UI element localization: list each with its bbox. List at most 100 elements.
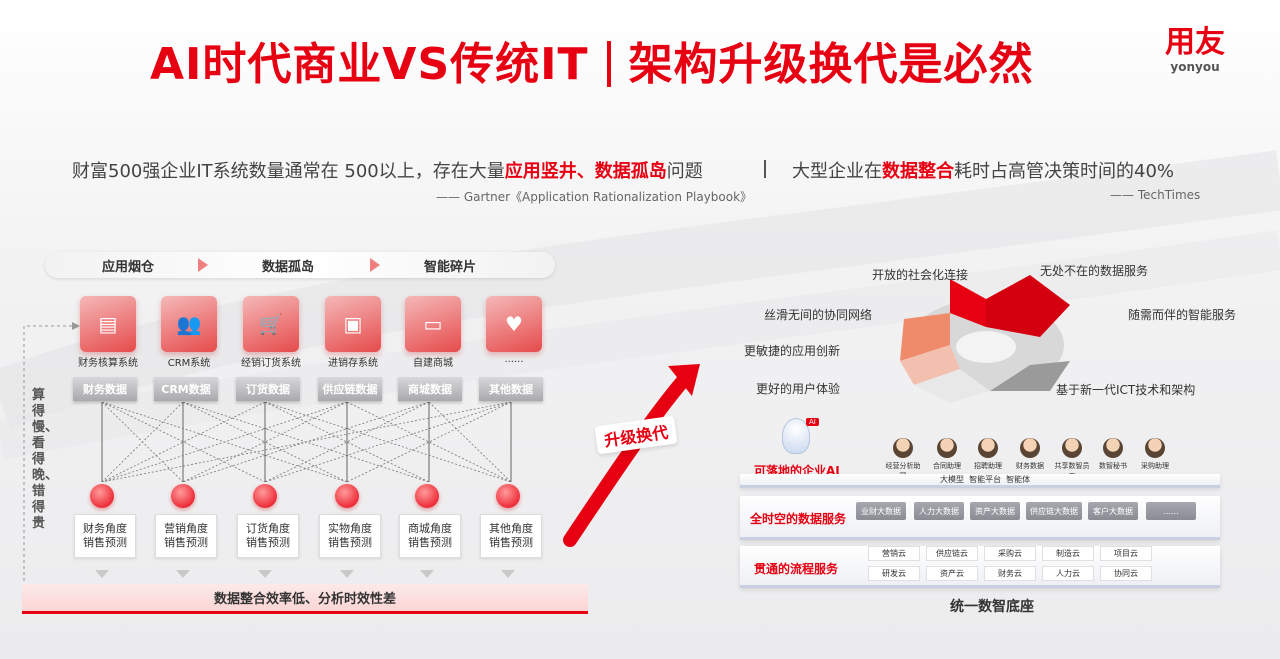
down-arrow-icon — [258, 570, 272, 578]
data-box: 其他数据 — [479, 377, 543, 401]
flow-bar — [45, 252, 555, 278]
cloud-service: 协同云 — [1100, 566, 1152, 581]
result-line-1: 订货角度 — [246, 522, 290, 535]
result-line-2: 销售预测 — [489, 536, 533, 549]
avatar — [937, 438, 957, 458]
data-chip: 人力大数据 — [914, 502, 964, 520]
agent-label: 采购助理 — [1141, 462, 1169, 470]
system-cube-finance: ▤ — [80, 296, 136, 352]
system-cube-inventory: ▣ — [325, 296, 381, 352]
flow-arrow-icon — [370, 258, 380, 272]
agent-label: 合同助理 — [933, 462, 961, 470]
avatar — [1103, 438, 1123, 458]
users-icon: 👥 — [176, 312, 202, 336]
platform-footer-label: 统一数智底座 — [950, 599, 1034, 615]
ring-label: 丝滑无间的协同网络 — [764, 308, 873, 322]
data-chip: 资产大数据 — [970, 502, 1020, 520]
pin-icon — [171, 484, 195, 508]
result-card: 商城角度销售预测 — [399, 514, 461, 558]
avatar — [1145, 438, 1165, 458]
data-chip: ...... — [1146, 502, 1196, 520]
result-line-1: 营销角度 — [164, 522, 208, 535]
result-card: 财务角度销售预测 — [74, 514, 136, 558]
layer-label-data: 全时空的数据服务 — [750, 512, 847, 526]
data-box: 财务数据 — [73, 377, 137, 401]
avatar — [1062, 438, 1082, 458]
robot-icon — [782, 418, 810, 454]
result-line-2: 销售预测 — [408, 536, 452, 549]
logo-cn: 用友 — [1165, 25, 1225, 60]
result-card: 其他角度销售预测 — [480, 514, 542, 558]
pin-icon — [90, 484, 114, 508]
avatar — [978, 438, 998, 458]
result-line-1: 其他角度 — [489, 522, 533, 535]
title-right: 架构升级换代是必然 — [628, 39, 1034, 90]
cloud-service: 人力云 — [1042, 566, 1094, 581]
quote-right: 大型企业在数据整合耗时占高管决策时间的40% — [792, 157, 1174, 183]
data-chip: 客户大数据 — [1088, 502, 1138, 520]
result-line-2: 销售预测 — [164, 536, 208, 549]
result-card: 订货角度销售预测 — [237, 514, 299, 558]
flow-arrow-icon — [198, 258, 208, 272]
pin-icon — [253, 484, 277, 508]
document-icon: ▤ — [98, 312, 118, 336]
quote-left-pre: 财富500强企业IT系统数量通常在 500以上，存在大量 — [72, 161, 505, 182]
quote-right-source: —— TechTimes — [1110, 188, 1201, 202]
avatar — [893, 438, 913, 458]
quote-right-highlight: 数据整合 — [882, 161, 954, 182]
cloud-service: 资产云 — [926, 566, 978, 581]
quote-divider — [764, 160, 766, 178]
system-label: 财务核算系统 — [78, 358, 138, 369]
quote-left-post: 问题 — [666, 161, 703, 182]
ai-layer-bar — [740, 474, 1220, 488]
cloud-service: 采购云 — [984, 546, 1036, 561]
system-cube-mall: ▭ — [405, 296, 461, 352]
quote-left-highlight: 应用竖井、数据孤岛 — [504, 161, 667, 182]
system-cube-order: 🛒 — [243, 296, 299, 352]
flow-label-1: 应用烟仓 — [102, 260, 155, 275]
system-label: 自建商城 — [413, 358, 453, 369]
system-label: CRM系统 — [167, 358, 211, 369]
title-separator — [606, 41, 611, 87]
capability-ring — [900, 275, 1070, 403]
agent-label: 财务数据 — [1016, 462, 1044, 470]
hand-box-icon: ▣ — [343, 312, 363, 336]
data-chip: 业财大数据 — [856, 502, 906, 520]
ring-label: 无处不在的数据服务 — [1040, 264, 1149, 278]
result-card: 营销角度销售预测 — [155, 514, 217, 558]
pin-icon — [496, 484, 520, 508]
pin-icon — [415, 484, 439, 508]
avatar — [1020, 438, 1040, 458]
cross-lines — [101, 402, 512, 482]
system-label: 经销订货系统 — [241, 358, 301, 369]
ring-label: 随需而伴的智能服务 — [1128, 308, 1237, 322]
data-box: CRM数据 — [154, 377, 218, 401]
binary-stream-decoration — [0, 150, 1280, 460]
down-arrow-icon — [176, 570, 190, 578]
down-arrow-icon — [340, 570, 354, 578]
page-title: AI时代商业VS传统IT 架构升级换代是必然 — [150, 28, 1034, 92]
upgrade-arrow-icon — [563, 364, 700, 547]
quote-left-source: —— Gartner《Application Rationalization P… — [436, 190, 753, 204]
robot-badge: AI — [806, 418, 819, 426]
result-line-1: 实物角度 — [328, 522, 372, 535]
ring-label: 更好的用户体验 — [756, 382, 841, 396]
result-line-2: 销售预测 — [328, 536, 372, 549]
system-label: 进销存系统 — [328, 358, 378, 369]
data-box: 商城数据 — [398, 377, 462, 401]
system-cube-other: ♥ — [486, 296, 542, 352]
data-box: 供应链数据 — [318, 377, 382, 401]
quote-right-pre: 大型企业在 — [792, 161, 882, 182]
ring-label: 更敏捷的应用创新 — [744, 344, 841, 358]
side-text: 算得慢、看得晚、错得贵 — [32, 388, 59, 531]
result-line-2: 销售预测 — [246, 536, 290, 549]
result-line-1: 商城角度 — [408, 522, 452, 535]
down-arrow-icon — [420, 570, 434, 578]
cloud-service: 供应链云 — [926, 546, 978, 561]
ring-label: 开放的社会化连接 — [872, 268, 969, 282]
flow-label-3: 智能碎片 — [424, 260, 477, 275]
title-left: AI时代商业VS传统IT — [150, 39, 589, 90]
data-chip: 供应链大数据 — [1026, 502, 1082, 520]
agent-label: 数智秘书 — [1099, 462, 1127, 470]
cloud-service: 项目云 — [1100, 546, 1152, 561]
